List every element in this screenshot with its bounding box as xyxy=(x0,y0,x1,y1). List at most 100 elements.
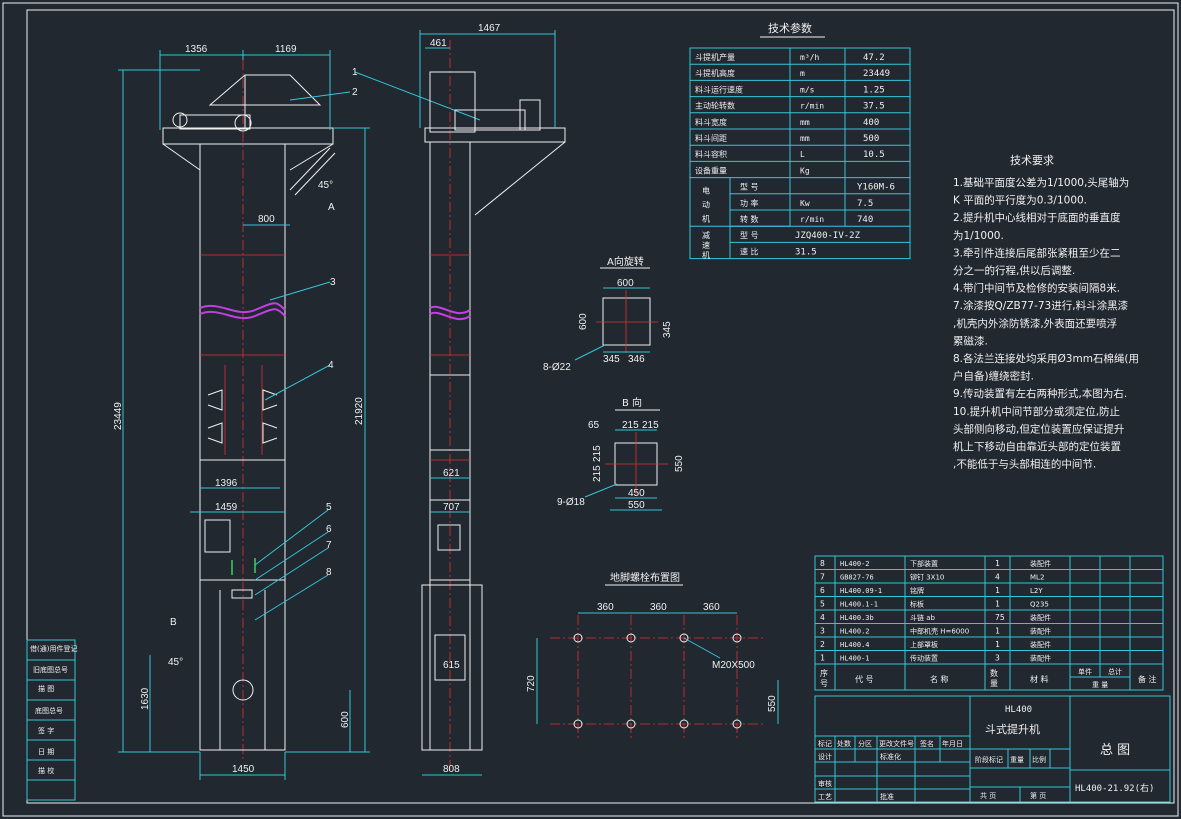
bom-name: 中部机壳 H=6000 xyxy=(910,627,969,636)
reducer-param-value: JZQ400-IV-2Z xyxy=(795,231,861,241)
strip-label: 描 校 xyxy=(38,766,54,775)
anchor-550: 550 xyxy=(767,695,778,712)
reducer-group-label: 减 xyxy=(702,230,710,240)
view-mark-a: A xyxy=(328,202,335,213)
strip-label: 底图总号 xyxy=(35,706,63,715)
tb-cell: 年月日 xyxy=(942,739,963,748)
tb-cell: 签名 xyxy=(920,739,934,748)
left-binding-strip: 借(通)用件登记 旧底图总号 底图总号 签 字 日 期 描 图 描 校 xyxy=(26,639,77,801)
view-a-title: A向旋转 xyxy=(607,255,644,268)
bom-header: 序 xyxy=(820,668,828,678)
reducer-param-name: 速 比 xyxy=(740,246,759,256)
title-drawing-name: 总 图 xyxy=(1100,743,1130,758)
bom-name: 下部装置 xyxy=(910,559,938,568)
view-b-215b: 215 xyxy=(642,420,659,431)
view-b-550-v: 550 xyxy=(674,455,685,472)
anchor-bolt-spec: M20X500 xyxy=(712,660,755,671)
param-name: 料斗间距 xyxy=(695,133,727,143)
reducer-group-label: 机 xyxy=(702,250,710,260)
view-b-detail: B 向 65 215 215 215 215 450 550 550 9-Ø18 xyxy=(557,396,685,511)
bom-header: 材 料 xyxy=(1030,674,1049,684)
motor-param-value: 740 xyxy=(857,215,873,225)
motor-param-unit: Kw xyxy=(800,199,810,208)
view-a-345-right: 345 xyxy=(662,321,673,338)
dim-1450: 1450 xyxy=(232,764,255,775)
bom-no: 5 xyxy=(820,600,825,609)
tb-cell: 设计 xyxy=(818,752,832,761)
bom-no: 8 xyxy=(820,559,825,568)
bom-header: 单件 xyxy=(1078,667,1092,676)
tb-cell: 共 页 xyxy=(980,791,996,800)
tech-params-title: 技术参数 xyxy=(768,21,812,35)
param-value: 47.2 xyxy=(863,53,885,63)
bom-qty: 75 xyxy=(995,613,1005,622)
title-block: HL400 斗式提升机 总 图 HL400-21.92(右) 标记 处数 分区 … xyxy=(814,695,1171,803)
dim-1630: 1630 xyxy=(140,687,151,710)
param-name: 料斗宽度 xyxy=(695,117,727,127)
param-name: 斗提机产量 xyxy=(695,52,735,62)
bom-qty: 1 xyxy=(995,586,1000,595)
callout-4: 4 xyxy=(328,360,334,371)
callout-8: 8 xyxy=(326,567,332,578)
tb-cell: 更改文件号 xyxy=(879,739,914,748)
front-view: 1356 1169 800 1396 1459 1450 23449 21920… xyxy=(113,44,481,780)
tb-cell: 重量 xyxy=(1010,756,1024,764)
bom-code: HL400.2 xyxy=(840,628,870,636)
tb-cell: 分区 xyxy=(858,739,872,748)
angle-bottom: 45° xyxy=(168,657,183,668)
bom-header: 名 称 xyxy=(930,674,949,684)
side-dim-461: 461 xyxy=(430,38,447,49)
bom-no: 2 xyxy=(820,640,825,649)
bom-material: L2Y xyxy=(1030,587,1043,595)
bom-header: 备 注 xyxy=(1138,674,1157,684)
tech-req-line: 2.提升机中心线相对于底面的垂直度 xyxy=(953,211,1121,224)
param-name: 主动轮转数 xyxy=(695,101,735,111)
dim-600: 600 xyxy=(340,711,351,728)
tb-cell: 审核 xyxy=(818,779,832,788)
tech-req-line: 7.涂漆按Q/ZB77-73进行,料斗涂黑漆 xyxy=(953,299,1129,312)
bom-code: HL400.1-1 xyxy=(840,601,878,609)
view-b-215a: 215 xyxy=(622,420,639,431)
view-a-600-v: 600 xyxy=(578,313,589,330)
angle-top: 45° xyxy=(318,180,333,191)
tech-req-title: 技术要求 xyxy=(1010,154,1054,167)
bom-qty: 3 xyxy=(995,654,1000,663)
tech-req-line: 4.带门中间节及检修的安装间隔8米. xyxy=(953,282,1120,295)
side-dim-1467: 1467 xyxy=(478,23,501,34)
dim-800: 800 xyxy=(258,214,275,225)
param-unit: r/min xyxy=(800,102,824,111)
bom-no: 1 xyxy=(820,654,825,663)
param-name: 斗提机高度 xyxy=(695,68,735,78)
param-value: 1.25 xyxy=(863,85,885,95)
tb-cell: 处数 xyxy=(837,739,851,748)
tb-cell: 标准化 xyxy=(880,752,901,761)
view-a-600: 600 xyxy=(617,278,634,289)
side-dim-808: 808 xyxy=(443,764,460,775)
view-b-hole: 9-Ø18 xyxy=(557,497,585,508)
reducer-param-name: 型 号 xyxy=(740,231,759,240)
bom-qty: 1 xyxy=(995,600,1000,609)
side-dim-621: 621 xyxy=(443,468,460,479)
bom-name: 斗链 ab xyxy=(910,613,936,622)
tb-cell: 比例 xyxy=(1032,755,1046,764)
motor-param-value: 7.5 xyxy=(857,199,873,209)
tech-req-line: 分之一的行程,供以后调整. xyxy=(953,264,1075,277)
bom-code: HL400.09-1 xyxy=(840,587,882,595)
dim-23449: 23449 xyxy=(113,402,124,430)
param-value: 500 xyxy=(863,134,879,144)
tech-req-line: 累磁漆. xyxy=(953,334,988,347)
title-product: 斗式提升机 xyxy=(985,722,1040,736)
param-unit: mm xyxy=(800,134,810,143)
tech-req-line: 头部侧向移动,但定位装置应保证提升 xyxy=(953,422,1124,435)
bom-code: GB827-76 xyxy=(840,574,874,582)
dim-top-left: 1356 xyxy=(185,44,208,55)
bom-header: 重 量 xyxy=(1092,681,1108,689)
anchor-360b: 360 xyxy=(650,602,667,613)
param-value: 400 xyxy=(863,118,879,128)
tech-req-line: 1.基础平面度公差为1/1000,头尾轴为 xyxy=(953,176,1129,189)
view-b-550: 550 xyxy=(628,500,645,511)
